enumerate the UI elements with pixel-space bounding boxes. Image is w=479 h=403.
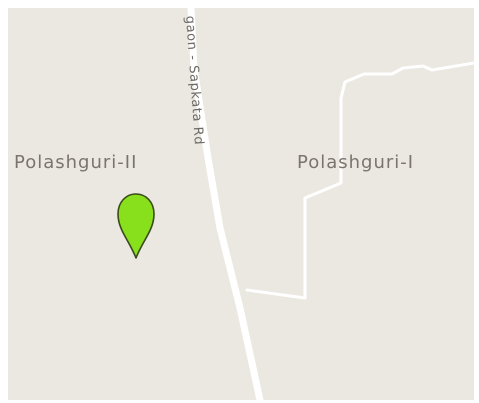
minor-road: [245, 61, 474, 300]
road-label: gaon - Sapkata Rd: [182, 15, 206, 146]
map-pin-icon[interactable]: [117, 193, 155, 259]
map-canvas[interactable]: gaon - Sapkata Rd Polashguri-II Polashgu…: [8, 8, 474, 400]
place-label-polashguri-ii: Polashguri-II: [14, 152, 137, 173]
main-road: [187, 8, 264, 400]
map-view[interactable]: gaon - Sapkata Rd Polashguri-II Polashgu…: [8, 8, 474, 400]
place-label-polashguri-i: Polashguri-I: [297, 152, 414, 173]
